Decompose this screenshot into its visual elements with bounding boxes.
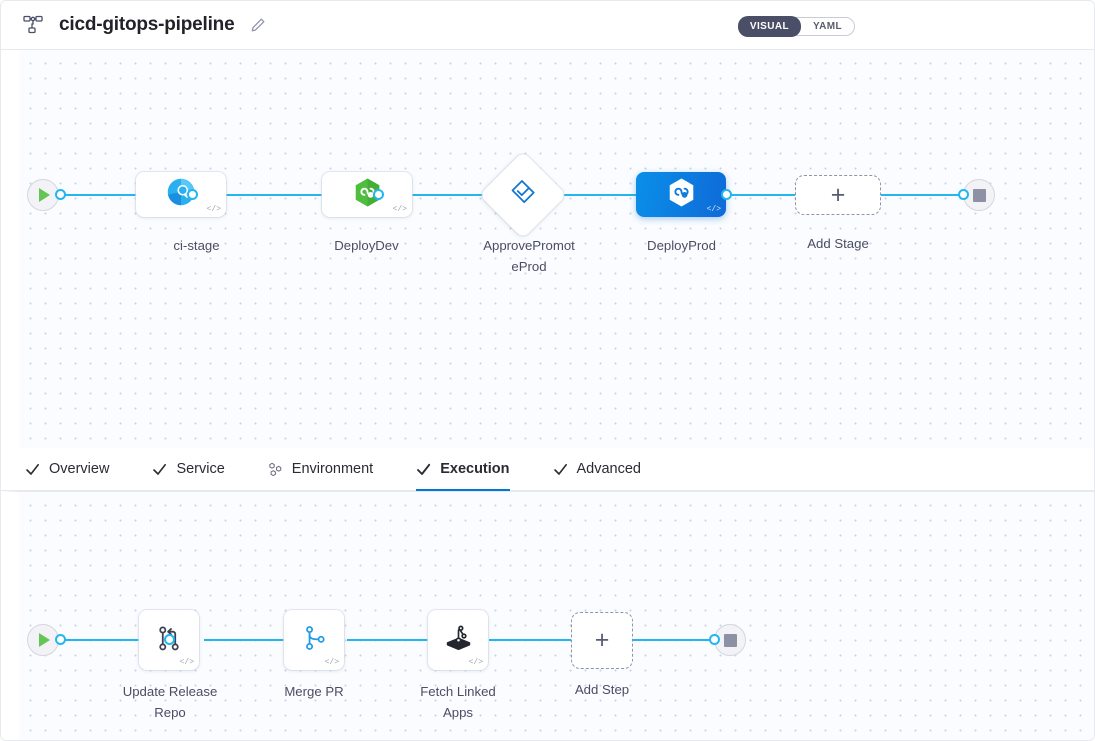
toggle-yaml[interactable]: YAML [812,21,842,32]
plus-icon: + [830,180,846,209]
pipeline-end-node[interactable] [963,179,995,211]
step-label-fetch-linked-apps: Fetch Linked Apps [420,684,496,720]
plus-icon: + [594,626,610,654]
step-label-merge-pr: Merge PR [284,684,344,699]
add-stage-node[interactable]: + [795,175,881,215]
step-node-merge-pr[interactable]: </> [284,610,344,670]
connector-start-update [59,639,169,641]
check-icon [25,462,40,477]
add-stage-label: Add Stage [807,236,869,251]
tab-label: Overview [49,461,110,477]
ci-build-icon [166,177,196,212]
end-terminal[interactable] [963,179,995,211]
add-step-label: Add Step [574,682,630,697]
connector-update-merge [204,639,304,641]
play-icon [39,188,50,202]
connector-addstage-end [875,194,987,196]
yaml-code-badge[interactable]: </> [392,205,407,214]
pipeline-header-left: cicd-gitops-pipeline [1,14,266,36]
approval-check-icon [508,178,538,213]
connector-dot-exec-start[interactable] [55,634,66,645]
add-step-node[interactable]: + [571,612,633,669]
connector-dot-deploydev-in[interactable] [373,189,384,200]
stop-icon [723,633,737,647]
connector-deploydev-approve [381,194,497,196]
tab-advanced[interactable]: Advanced [553,448,642,491]
connector-start-ci [59,194,191,196]
step-card[interactable]: </> [284,610,344,670]
gitops-hexagon-icon [667,177,696,213]
pipeline-header: cicd-gitops-pipeline VISUAL YAML [1,1,1094,50]
step-label-update-release-repo: Update Release Repo [122,684,218,720]
approval-diamond-node[interactable] [479,151,567,239]
tab-label: Service [176,461,225,477]
connector-deployprod-addstage [695,194,815,196]
hexagon-cluster-icon [268,462,283,477]
check-icon [416,462,431,477]
toggle-visual[interactable]: VISUAL [737,16,801,37]
pencil-edit-icon[interactable] [250,17,266,33]
stop-icon [972,188,986,202]
yaml-code-badge[interactable]: </> [324,658,339,667]
stage-node-ci-stage[interactable]: </> [136,172,226,217]
connector-dot-deployprod-out[interactable] [721,189,732,200]
stage-label-ci-stage: ci-stage [173,238,220,253]
tab-execution[interactable]: Execution [416,448,510,492]
connector-ci-deploydev [211,194,343,196]
yaml-code-badge[interactable]: </> [706,205,721,214]
page-title: cicd-gitops-pipeline [59,14,235,35]
stage-node-deployprod[interactable]: </> [636,172,726,217]
step-card[interactable]: </> [428,610,488,670]
harness-gitops-icon [442,621,475,659]
git-merge-icon [153,622,185,659]
stage-label-deployprod: DeployProd [647,238,716,253]
connector-fetch-addstep [489,639,587,641]
play-icon [39,633,50,647]
add-step-button[interactable]: + [571,612,633,669]
tab-label: Environment [291,461,374,477]
connector-dot-update-in[interactable] [164,634,175,645]
tab-overview[interactable]: Overview [25,448,109,491]
stage-config-tabs[interactable]: Overview Service Environment Execution [1,448,1094,492]
connector-dot-end[interactable] [958,189,969,200]
yaml-code-badge[interactable]: </> [206,205,221,214]
yaml-code-badge[interactable]: </> [179,658,194,667]
pipeline-hierarchy-icon [23,15,47,35]
connector-dot-exec-end[interactable] [709,634,720,645]
connector-addstep-end [633,639,727,641]
add-stage-button[interactable]: + [795,175,881,215]
connector-merge-fetch [347,639,452,641]
step-node-fetch-linked-apps[interactable]: </> [428,610,488,670]
tab-environment[interactable]: Environment [268,448,373,491]
connector-dot-start[interactable] [55,189,66,200]
stage-label-approvepromoteprod: ApprovePromot eProd [483,238,575,274]
execution-steps-canvas[interactable]: </> Update Release Repo </> [1,491,1094,740]
check-icon [152,462,167,477]
stage-canvas[interactable]: </> ci-stage </> [1,50,1094,448]
tab-service[interactable]: Service [152,448,225,491]
check-icon [553,462,568,477]
tab-label: Execution [440,461,510,477]
stage-card[interactable]: </> [136,172,226,217]
stage-label-deploydev: DeployDev [334,238,399,253]
stage-card[interactable]: </> [322,172,412,217]
tab-label: Advanced [576,461,642,477]
connector-dot-ci-in[interactable] [187,189,198,200]
connector-approve-deployprod [537,194,655,196]
yaml-code-badge[interactable]: </> [468,658,483,667]
stage-node-deploydev[interactable]: </> [322,172,412,217]
execution-start-node[interactable] [27,624,59,656]
start-terminal[interactable] [27,624,59,656]
stage-node-approvepromoteprod[interactable] [479,151,567,239]
stage-card-selected[interactable]: </> [636,172,726,217]
git-branch-icon [298,622,330,659]
view-mode-toggle[interactable]: VISUAL YAML [737,16,855,37]
